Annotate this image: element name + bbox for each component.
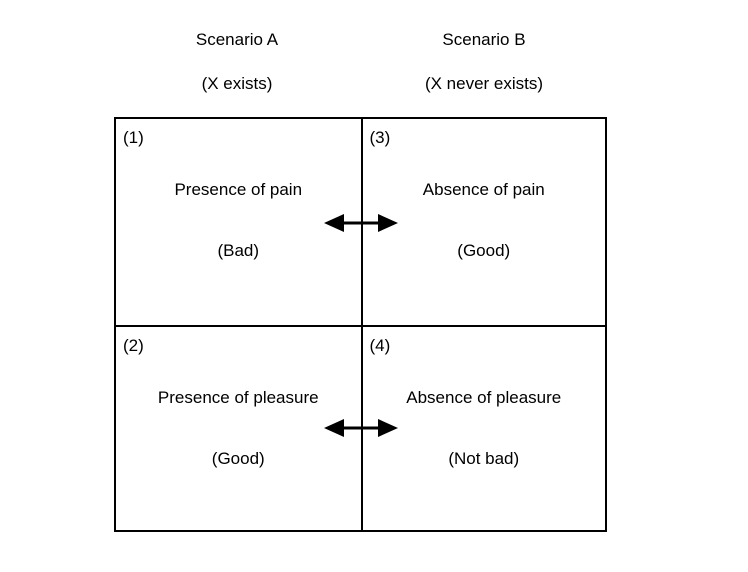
matrix-row-pain: (1) Presence of pain (Bad) (3) Absence o…	[116, 119, 605, 325]
quadrant-matrix: (1) Presence of pain (Bad) (3) Absence o…	[114, 117, 607, 532]
quadrant-value-text: (Good)	[211, 448, 265, 468]
quadrant-number: (4)	[369, 335, 391, 355]
quadrant-value-text: (Bad)	[217, 241, 260, 260]
quadrant-main-text: Absence of pleasure	[406, 387, 562, 407]
quadrant-value-text: (Not bad)	[448, 448, 520, 468]
quadrant-number: (3)	[369, 128, 391, 147]
quadrant-value-text: (Good)	[457, 241, 511, 260]
quadrant-number: (2)	[123, 335, 144, 355]
column-header-subtitle: (X never exists)	[424, 73, 544, 93]
column-header-scenario-b: Scenario B (X never exists)	[360, 31, 608, 93]
quadrant-body: Presence of pain (Bad)	[116, 181, 361, 259]
quadrant-main-text: Absence of pain	[422, 180, 545, 199]
matrix-row-pleasure: (2) Presence of pleasure (Good) (4) Abse…	[116, 324, 606, 531]
quadrant-main-text: Presence of pleasure	[157, 387, 319, 407]
column-header-title: Scenario B	[442, 30, 526, 49]
quadrant-number: (1)	[123, 128, 144, 147]
quadrant-cell-1: (1) Presence of pain (Bad)	[116, 119, 361, 325]
quadrant-body: Absence of pleasure (Not bad)	[363, 389, 606, 467]
quadrant-cell-4: (4) Absence of pleasure (Not bad)	[360, 326, 606, 530]
quadrant-cell-3: (3) Absence of pain (Good)	[360, 119, 606, 325]
column-header-title: Scenario A	[195, 30, 279, 49]
column-header-subtitle: (X exists)	[201, 73, 273, 93]
column-header-scenario-a: Scenario A (X exists)	[114, 31, 360, 93]
quadrant-main-text: Presence of pain	[174, 180, 303, 199]
quadrant-body: Absence of pain (Good)	[363, 181, 606, 259]
quadrant-body: Presence of pleasure (Good)	[116, 389, 361, 467]
quadrant-cell-2: (2) Presence of pleasure (Good)	[116, 327, 361, 531]
